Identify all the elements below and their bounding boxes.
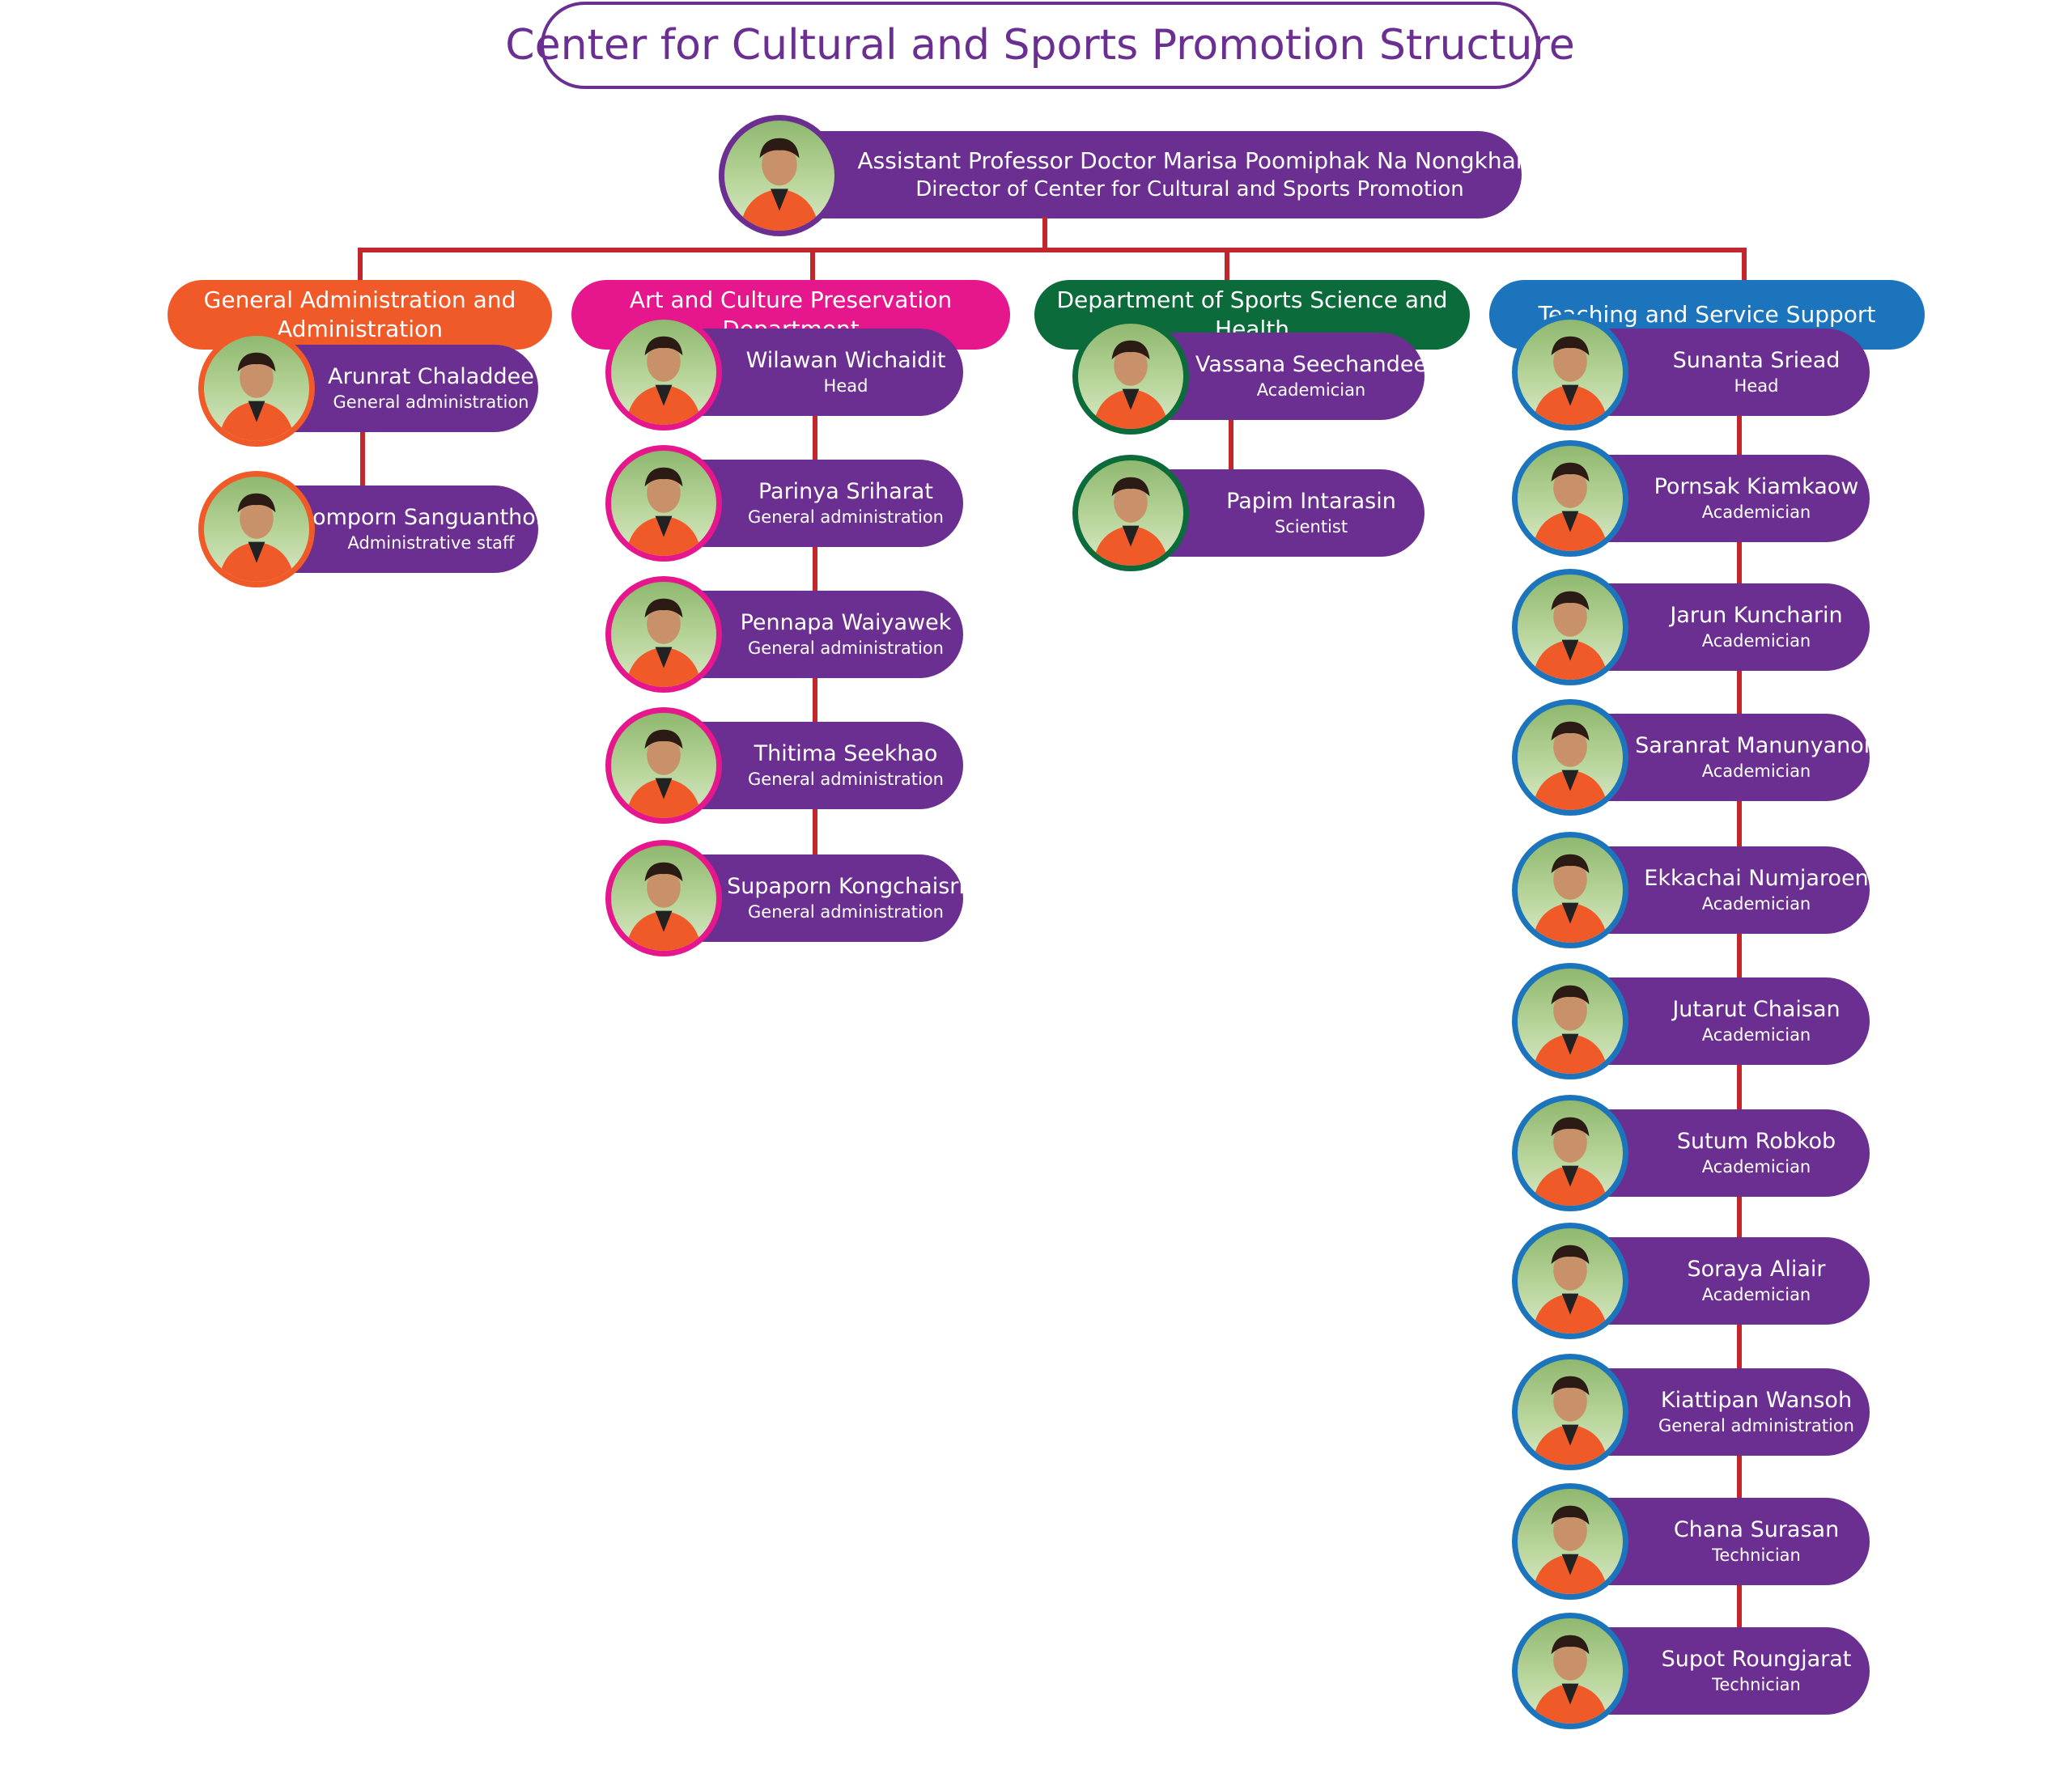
member-photo-icon (1512, 1223, 1628, 1339)
member-name: Papim Intarasin (1226, 489, 1396, 514)
member-photo-icon (1512, 1483, 1628, 1600)
member-role: General administration (748, 507, 944, 527)
member-role: Academician (1256, 380, 1366, 400)
member-role: Administrative staff (347, 533, 515, 553)
director-connector (1042, 217, 1047, 251)
member-role: General administration (748, 638, 944, 658)
dept-0-drop-connector (358, 248, 363, 285)
member-role: General administration (748, 902, 944, 922)
member-role: Academician (1701, 894, 1811, 914)
member-name: Jarun Kuncharin (1670, 603, 1843, 628)
member-role: General administration (1658, 1416, 1854, 1435)
member-photo-icon (198, 471, 315, 587)
director-name: Assistant Professor Doctor Marisa Poomip… (857, 147, 1522, 174)
member-photo-icon (1512, 699, 1628, 816)
member-name: Pornsak Kiamkaow (1654, 474, 1859, 499)
member-name: Kiattipan Wansoh (1660, 1388, 1853, 1413)
member-photo-icon (1072, 318, 1189, 435)
member-name: Saranrat Manunyanon (1635, 733, 1878, 758)
member-photo-icon (1072, 455, 1189, 571)
member-role: Technician (1712, 1675, 1801, 1694)
member-role: Academician (1701, 761, 1811, 781)
member-role: Scientist (1274, 517, 1348, 536)
dept-0-spine-connector (360, 340, 365, 529)
member-name: Jutarut Chaisan (1672, 997, 1841, 1022)
member-photo-icon (605, 314, 722, 430)
member-name: Vassana Seechandee (1195, 352, 1428, 377)
member-photo-icon (605, 445, 722, 562)
member-name: Soraya Aliair (1687, 1257, 1826, 1282)
member-photo-icon (198, 330, 315, 447)
member-role: Academician (1701, 1025, 1811, 1045)
director-card: Assistant Professor Doctor Marisa Poomip… (777, 131, 1522, 218)
member-role: Academician (1701, 1285, 1811, 1304)
member-name: Wilawan Wichaidit (745, 348, 946, 373)
member-role: Academician (1701, 631, 1811, 651)
director-photo-icon (719, 115, 840, 236)
member-name: Parinya Sriharat (758, 479, 934, 504)
member-photo-icon (605, 840, 722, 956)
member-name: Thitima Seekhao (754, 741, 938, 766)
member-name: Pennapa Waiyawek (740, 610, 952, 635)
member-photo-icon (605, 707, 722, 824)
member-photo-icon (605, 576, 722, 693)
member-photo-icon (1512, 569, 1628, 685)
member-role: General administration (333, 392, 529, 412)
member-name: Chana Surasan (1673, 1517, 1840, 1542)
member-role: Academician (1701, 1157, 1811, 1177)
member-name: Supaporn Kongchaisri (727, 874, 965, 899)
member-photo-icon (1512, 832, 1628, 948)
member-role: General administration (748, 770, 944, 789)
member-photo-icon (1512, 963, 1628, 1079)
member-name: Sunanta Sriead (1672, 348, 1841, 373)
member-role: Academician (1701, 502, 1811, 522)
member-photo-icon (1512, 440, 1628, 557)
member-photo-icon (1512, 1095, 1628, 1211)
member-name: Arunrat Chaladdee (328, 364, 534, 389)
member-name: Sutum Robkob (1676, 1129, 1836, 1154)
member-name: Somporn Sanguanthong (298, 505, 564, 530)
chart-title: Center for Cultural and Sports Promotion… (505, 2, 1575, 89)
member-name: Ekkachai Numjaroen (1644, 866, 1869, 891)
dept-1-drop-connector (810, 248, 815, 285)
member-role: Head (1734, 376, 1779, 396)
member-photo-icon (1512, 314, 1628, 430)
member-name: Supot Roungjarat (1661, 1647, 1852, 1672)
member-role: Head (823, 376, 868, 396)
dept-2-spine-connector (1229, 340, 1233, 513)
member-photo-icon (1512, 1613, 1628, 1729)
dept-2-drop-connector (1225, 248, 1229, 285)
member-role: Technician (1712, 1546, 1801, 1565)
member-photo-icon (1512, 1354, 1628, 1470)
main-horizontal-connector (358, 248, 1747, 252)
dept-3-drop-connector (1742, 248, 1747, 285)
director-role: Director of Center for Cultural and Spor… (915, 177, 1464, 201)
